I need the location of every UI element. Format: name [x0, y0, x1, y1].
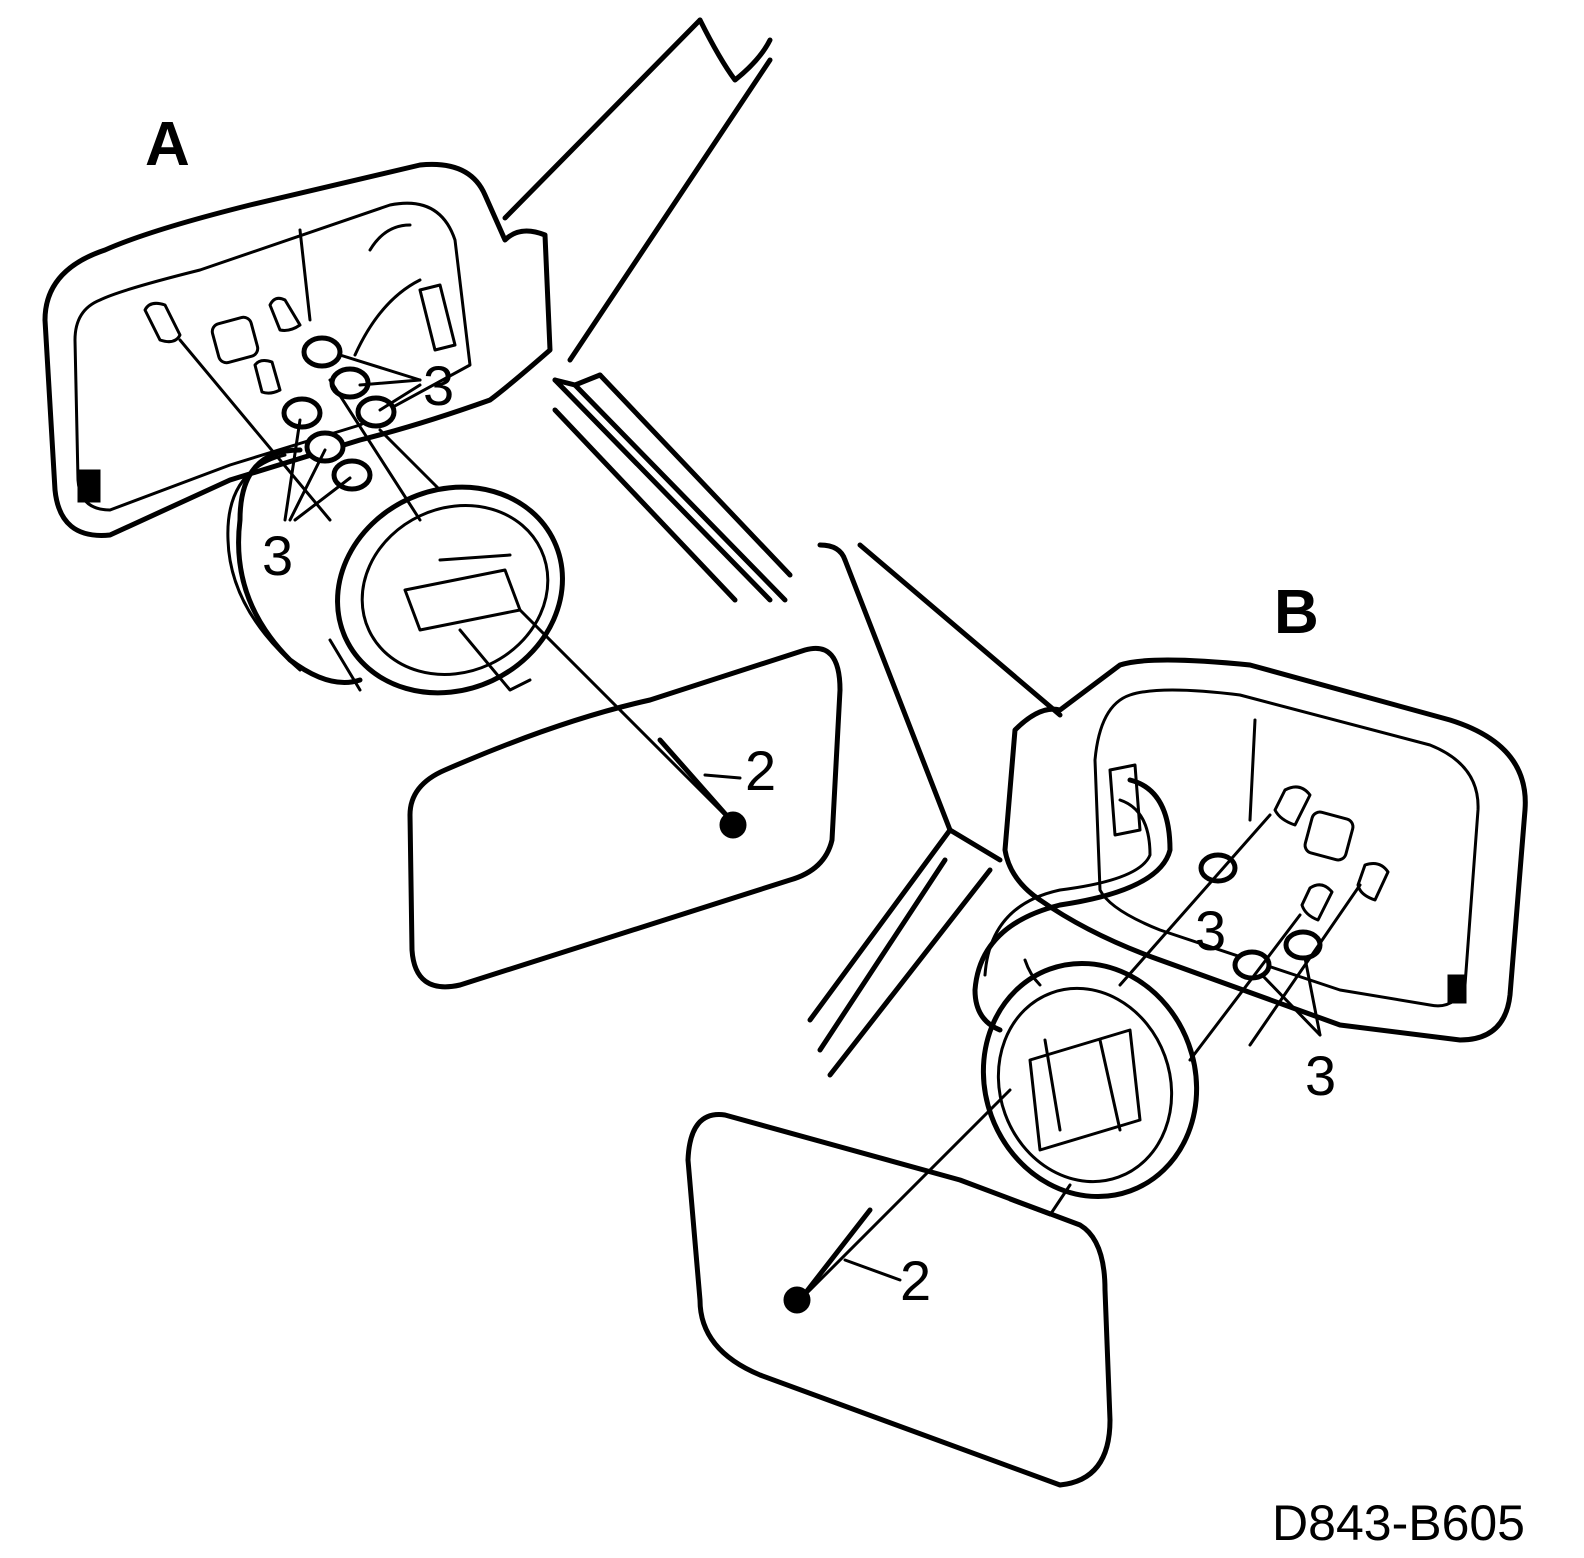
view-b-harness	[972, 777, 1173, 1033]
view-b-label: B	[1274, 578, 1319, 647]
view-a-adjuster-motor	[226, 447, 565, 696]
view-a-callout-washers-upper: 3	[423, 354, 454, 417]
view-b-callout-washers-upper: 3	[1195, 899, 1226, 962]
washer-a1	[301, 335, 343, 369]
view-a-door-frame	[502, 17, 793, 603]
reference-code: D843-B605	[1272, 1495, 1525, 1551]
view-a-mirror-glass	[407, 646, 843, 990]
washer-a3	[355, 395, 397, 429]
view-b-callout-bolt: 2	[900, 1249, 931, 1312]
view-b-bolt	[783, 1088, 1012, 1314]
view-a-fasteners	[143, 296, 442, 522]
washer-a5	[304, 430, 346, 464]
view-b-mirror-glass	[685, 1112, 1113, 1488]
view-b-callout-washers-lower: 3	[1305, 1044, 1336, 1107]
washer-a4	[281, 396, 323, 430]
view-a-label: A	[145, 110, 190, 179]
view-b-adjuster-motor	[980, 960, 1200, 1217]
view-b-door-frame	[807, 542, 1063, 1078]
washer-b3	[1283, 929, 1323, 961]
view-b: B 3 3 2	[685, 542, 1528, 1488]
view-a: A 3 3 2	[42, 17, 843, 990]
view-a-mirror-housing	[42, 161, 553, 538]
view-a-leaders	[283, 353, 422, 522]
view-b-leaders	[1260, 956, 1322, 1037]
washer-b1	[1198, 852, 1238, 884]
view-b-mirror-housing	[1002, 657, 1528, 1043]
view-b-fasteners	[1118, 785, 1390, 1062]
view-a-callout-bolt: 2	[745, 739, 776, 802]
view-a-callout-washers-lower: 3	[262, 524, 293, 587]
view-a-bolt	[518, 608, 747, 839]
